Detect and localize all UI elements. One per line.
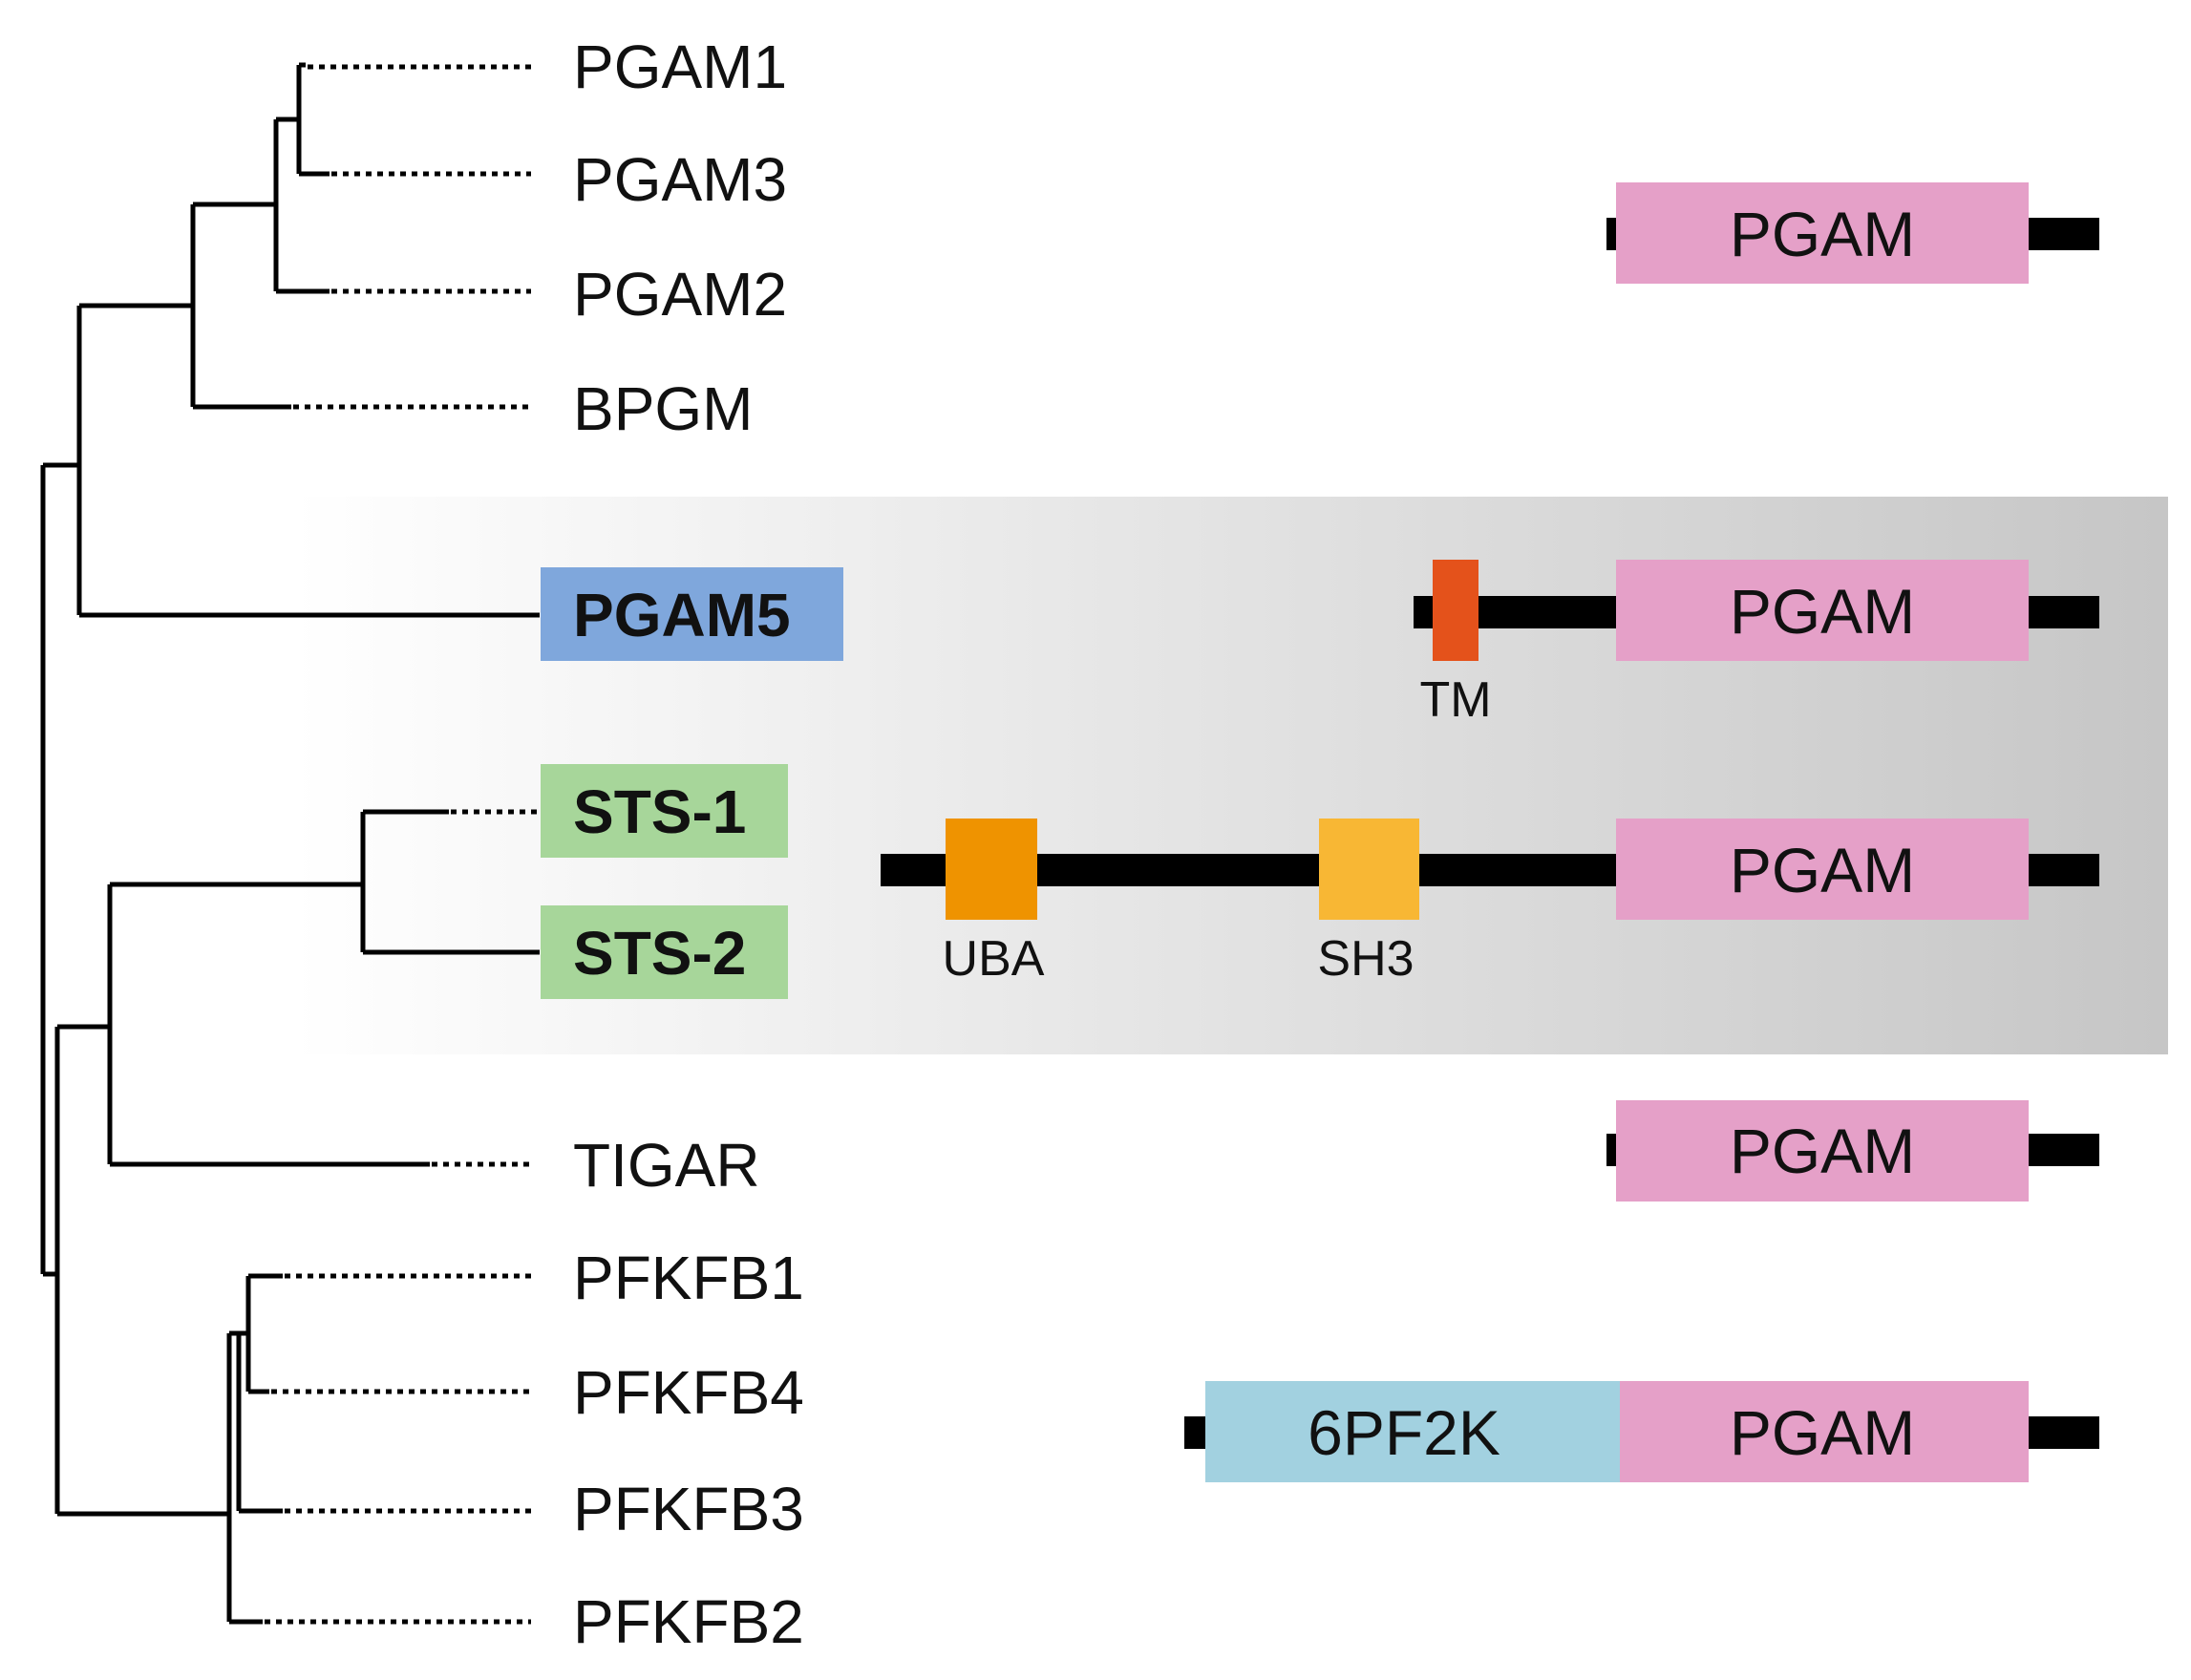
phylogenetic-tree (40, 62, 540, 1625)
pf2k-domain-label: 6PF2K (1308, 1397, 1500, 1468)
pgam-domain (1616, 182, 2029, 284)
backbone-nterm (1184, 1416, 1205, 1449)
leaf-pfkfb4: PFKFB4 (573, 1358, 804, 1427)
uba-label: UBA (943, 931, 1045, 987)
backbone-cterm (2027, 1134, 2099, 1166)
architecture-pfkfb: 6PF2K PGAM (1184, 1381, 2099, 1482)
pgam-domain (1616, 819, 2029, 920)
pgam5-highlight-box (541, 567, 843, 661)
backbone-nterm (1606, 218, 1616, 250)
sts1-highlight-box (541, 764, 788, 858)
architecture-pgam5: TM PGAM (1414, 560, 2099, 728)
leaf-pgam3: PGAM3 (573, 145, 787, 214)
branch-pgam-node (273, 117, 330, 294)
backbone-cterm (2027, 218, 2099, 250)
pgam-domain-label: PGAM (1730, 835, 1915, 905)
branch-lower-clade (54, 1024, 229, 1517)
architecture-sts: UBA SH3 PGAM (881, 819, 2099, 987)
leaf-pgam1: PGAM1 (573, 32, 787, 101)
branch-pfkfb-node (236, 1330, 283, 1514)
sh3-label: SH3 (1317, 931, 1414, 987)
architecture-pgam: PGAM (1606, 182, 2099, 284)
architecture-tigar: PGAM (1606, 1100, 2099, 1202)
branch-root (40, 462, 79, 1277)
leaf-pfkfb3: PFKFB3 (573, 1475, 804, 1543)
pf2k-domain (1205, 1381, 1620, 1482)
tm-label: TM (1419, 672, 1491, 728)
sh3-domain (1319, 819, 1419, 920)
branch-pgam5 (76, 303, 540, 618)
leaf-tigar: TIGAR (573, 1131, 760, 1200)
leaf-sts1: STS-1 (573, 777, 746, 846)
pgam-domain (1620, 1381, 2029, 1482)
leaf-pfkfb2: PFKFB2 (573, 1587, 804, 1656)
pgam-domain-label: PGAM (1730, 576, 1915, 647)
pgam-domain-label: PGAM (1730, 199, 1915, 269)
leaf-pgam5: PGAM5 (573, 581, 791, 649)
leaf-bpgm: BPGM (573, 374, 753, 443)
leaf-pfkfb1: PFKFB1 (573, 1244, 804, 1312)
branch-pgam1-pgam3 (296, 62, 330, 177)
uba-domain (946, 819, 1037, 920)
pgam-domain-label: PGAM (1730, 1116, 1915, 1186)
backbone-cterm (2027, 1416, 2099, 1449)
leaf-sts2: STS-2 (573, 919, 746, 988)
branch-pfkfb-clade (226, 1330, 263, 1625)
tree-dotted-extensions (265, 64, 540, 1625)
leaf-labels: PGAM1 PGAM3 PGAM2 BPGM PGAM5 STS-1 STS-2… (541, 32, 843, 1656)
pgam-domain-label: PGAM (1730, 1397, 1915, 1468)
pgam-domain (1616, 1100, 2029, 1202)
sts2-highlight-box (541, 905, 788, 999)
leaf-pgam2: PGAM2 (573, 260, 787, 329)
pgam-domain (1616, 560, 2029, 661)
branch-pfkfb1-pfkfb4 (245, 1273, 283, 1394)
backbone-nterm (1606, 1134, 1616, 1166)
tm-domain (1433, 560, 1478, 661)
